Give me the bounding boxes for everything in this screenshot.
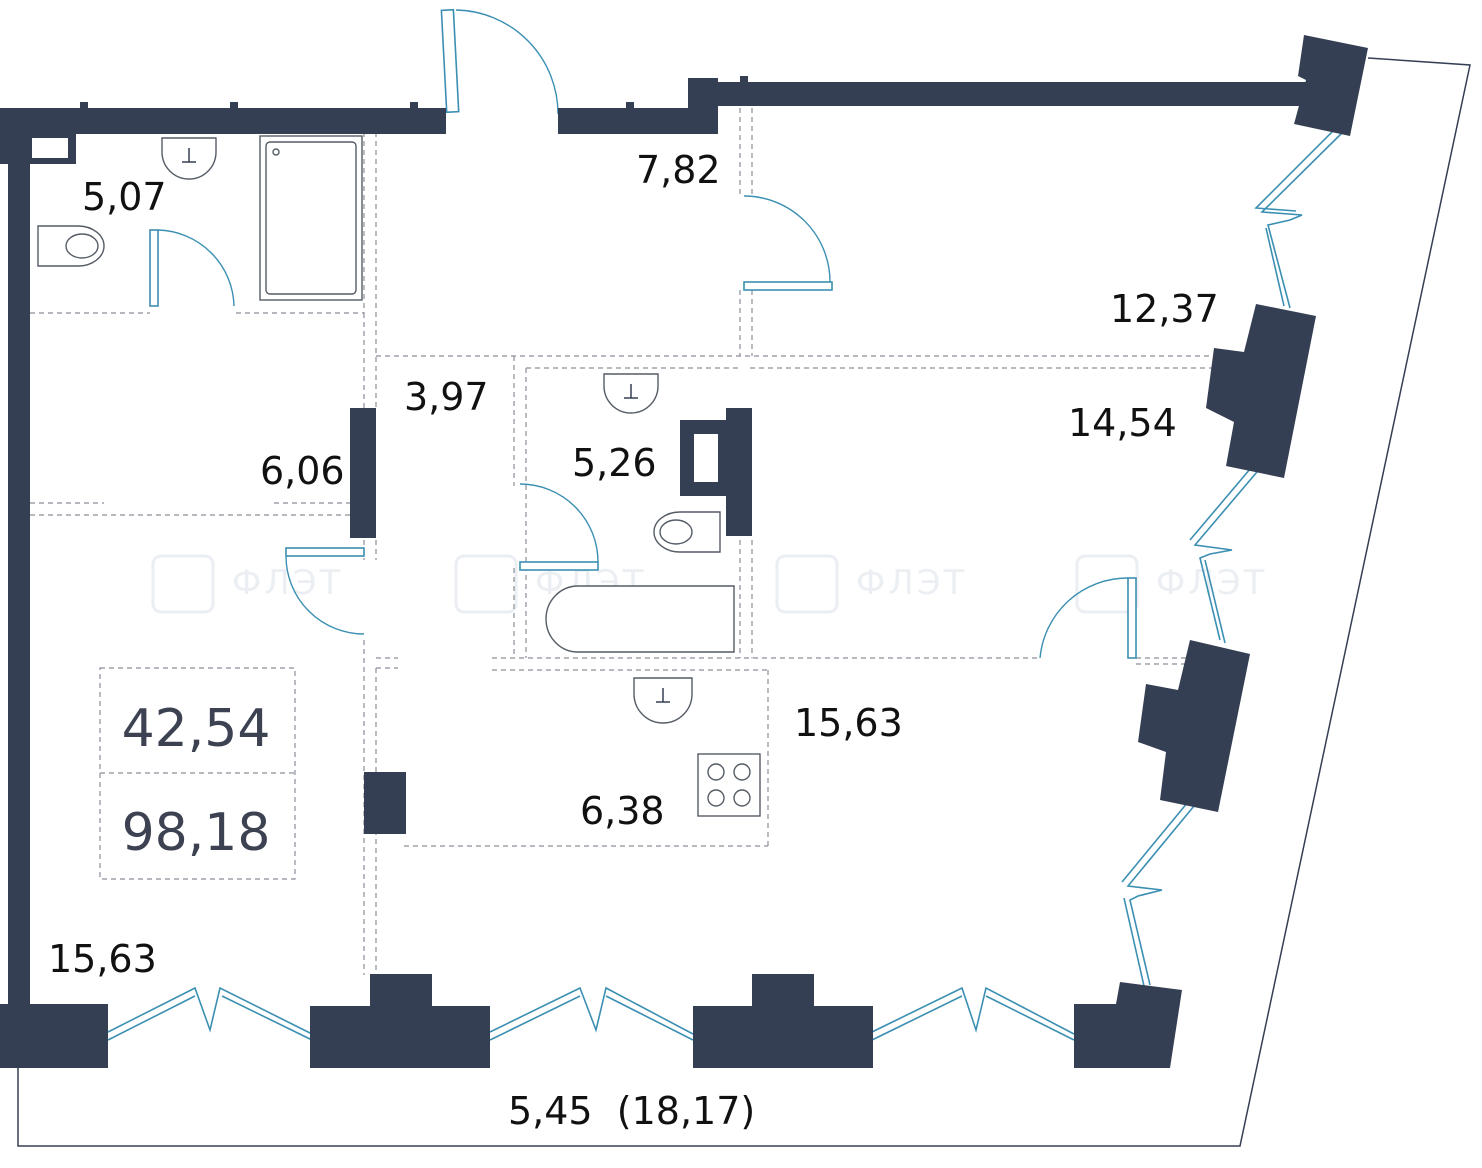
room-area-corridor: 3,97 <box>404 375 489 419</box>
watermark-logo-icon <box>775 554 839 614</box>
watermark-text: ФЛЭТ <box>232 563 343 603</box>
watermark-text: ФЛЭТ <box>856 563 967 603</box>
room-area-living-room: 15,63 <box>794 701 903 745</box>
watermark-group: ФЛЭТ ФЛЭТ ФЛЭТ ФЛЭТ <box>151 554 1267 614</box>
room-area-bathroom-left: 5,07 <box>82 175 167 219</box>
watermark-logo-icon <box>151 554 215 614</box>
walls <box>0 35 1368 1068</box>
windows <box>107 125 1346 1041</box>
room-area-balcony: 5,45 (18,17) <box>508 1089 755 1133</box>
area-summary-box: 42,54 98,18 <box>99 667 296 880</box>
balcony-outline <box>17 57 1471 1147</box>
doors <box>149 8 1137 659</box>
bathtub-icon <box>545 585 735 653</box>
room-area-bottom-left: 15,63 <box>48 937 157 981</box>
room-area-wardrobe: 6,06 <box>260 449 345 493</box>
watermark-logo-icon <box>454 554 518 614</box>
room-area-bathroom-center: 5,26 <box>572 441 657 485</box>
watermark-text: ФЛЭТ <box>1156 563 1267 603</box>
room-area-bedroom-top-right: 12,37 <box>1110 287 1219 331</box>
room-area-kitchen: 6,38 <box>580 789 665 833</box>
living-area-value: 42,54 <box>122 699 271 759</box>
room-area-bedroom-right: 14,54 <box>1068 401 1177 445</box>
stove-icon <box>697 753 761 817</box>
fixtures <box>37 135 761 817</box>
room-labels: 5,07 7,82 12,37 14,54 3,97 5,26 6,06 15,… <box>48 148 1219 1133</box>
dashed-partitions <box>30 108 1215 975</box>
watermark-logo-icon <box>1075 554 1139 614</box>
room-area-entrance-hall: 7,82 <box>636 148 721 192</box>
total-area-value: 98,18 <box>122 803 271 863</box>
